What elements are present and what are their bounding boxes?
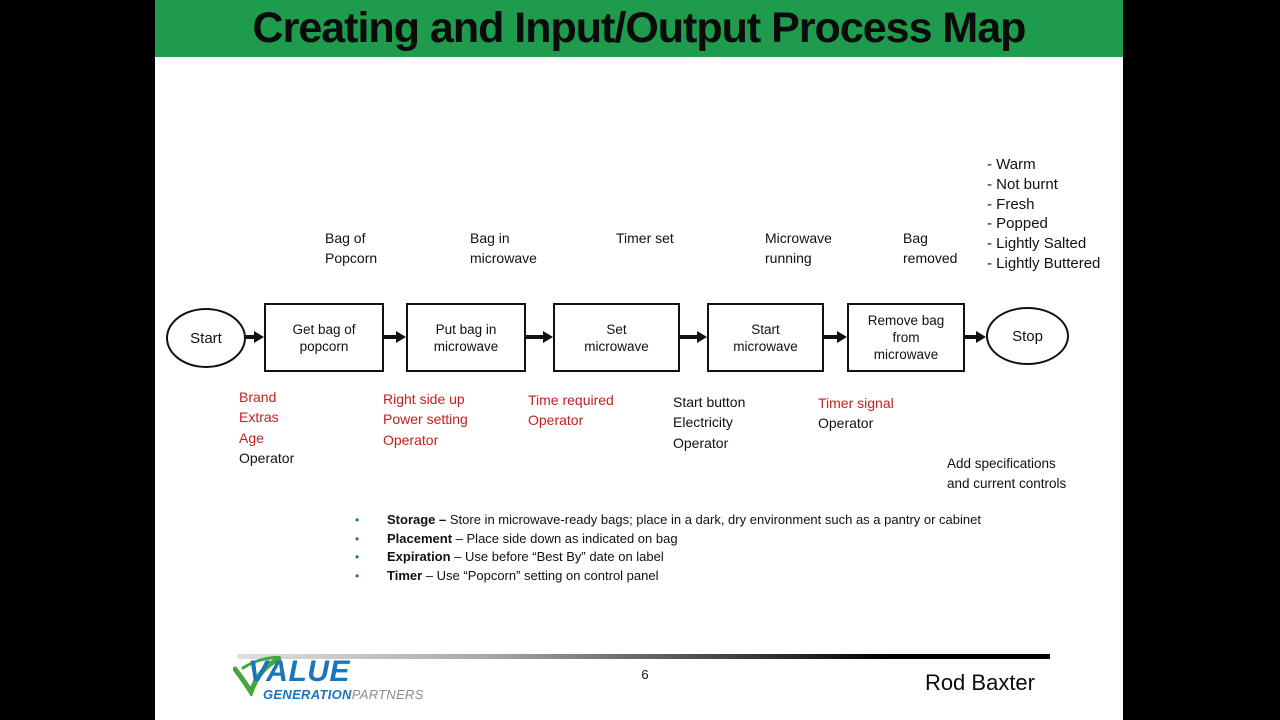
input-item: Operator: [383, 431, 439, 448]
arrow-shaft: [525, 335, 543, 339]
output-label-bag-of-popcorn: Bag of Popcorn: [325, 230, 378, 266]
arrow-head: [396, 331, 406, 343]
bullet-icon: •: [355, 568, 360, 583]
note-placement: • Placement – Place side down as indicat…: [355, 530, 1085, 549]
input-item: Timer signal: [818, 395, 894, 411]
notes-list: • Storage – Store in microwave-ready bag…: [355, 511, 1085, 585]
input-list-remove-bag: Timer signal Operator: [818, 393, 894, 434]
input-item: Electricity: [673, 414, 733, 431]
page-title: Creating and Input/Output Process Map: [252, 4, 1027, 52]
bullet-icon: •: [355, 513, 360, 527]
output-label-bag-removed: Bag removed: [903, 230, 958, 266]
logo-value-text: VALUE: [248, 655, 350, 688]
flow-arrow-icon: [679, 331, 707, 343]
output-label-timer-set: Timer set: [616, 230, 674, 246]
arrow-shaft: [679, 335, 697, 339]
input-item: Time required: [528, 392, 614, 408]
input-item: Right side up: [383, 391, 465, 407]
note-term: Timer: [387, 567, 423, 583]
logo-subtext: GENERATIONPARTNERS: [263, 687, 424, 702]
process-box-put-bag: Put bag in microwave: [406, 303, 526, 372]
final-output-list: - Warm - Not burnt - Fresh - Popped - Li…: [987, 155, 1100, 274]
input-list-get-bag: Brand Extras Age Operator: [239, 387, 294, 468]
bullet-icon: •: [355, 550, 360, 565]
arrow-shaft: [383, 335, 396, 339]
final-output-item: - Lightly Salted: [987, 235, 1087, 253]
note-storage: • Storage – Store in microwave-ready bag…: [355, 511, 1085, 530]
start-label: Start: [190, 329, 222, 347]
title-banner: Creating and Input/Output Process Map: [155, 0, 1123, 57]
stop-terminator: Stop: [986, 307, 1069, 365]
input-item: Brand: [239, 389, 277, 405]
input-item: Age: [239, 429, 264, 446]
input-item: Operator: [818, 415, 874, 432]
arrow-shaft: [244, 335, 254, 339]
final-output-item: - Lightly Buttered: [987, 254, 1101, 272]
input-list-start-microwave: Start button Electricity Operator: [673, 392, 745, 453]
input-list-put-bag: Right side up Power setting Operator: [383, 389, 468, 450]
input-item: Operator: [673, 434, 729, 451]
footer-divider: [237, 654, 1050, 659]
input-item: Extras: [239, 409, 279, 426]
input-item: Start button: [673, 394, 746, 410]
flow-arrow-icon: [244, 331, 264, 343]
final-output-item: - Popped: [987, 215, 1048, 233]
note-text: – Place side down as indicated on bag: [452, 530, 678, 546]
logo-partners-text: PARTNERS: [351, 687, 424, 702]
start-terminator: Start: [166, 308, 246, 368]
process-box-remove-bag: Remove bag from microwave: [847, 303, 965, 372]
flow-arrow-icon: [525, 331, 553, 343]
output-label-microwave-running: Microwave running: [765, 230, 832, 266]
final-output-item: - Fresh: [987, 195, 1035, 213]
process-box-start-microwave: Start microwave: [707, 303, 824, 372]
note-term: Placement: [387, 530, 453, 546]
slide: Creating and Input/Output Process Map Ba…: [155, 0, 1123, 720]
bullet-icon: •: [355, 531, 360, 546]
value-generation-logo: VALUE GENERATIONPARTNERS: [233, 655, 433, 710]
arrow-head: [543, 331, 553, 343]
process-box-set-microwave: Set microwave: [553, 303, 680, 372]
arrow-head: [837, 331, 847, 343]
input-list-set-microwave: Time required Operator: [528, 390, 614, 431]
logo-swoosh-icon: [233, 656, 281, 696]
stop-label: Stop: [1012, 327, 1043, 345]
process-box-get-bag: Get bag of popcorn: [264, 303, 384, 372]
note-timer: • Timer – Use “Popcorn” setting on contr…: [355, 567, 1085, 586]
arrow-shaft: [964, 335, 976, 339]
arrow-head: [976, 331, 986, 343]
author-name: Rod Baxter: [924, 670, 1035, 695]
input-item: Operator: [239, 449, 295, 466]
logo-generation-text: GENERATION: [263, 687, 352, 702]
note-term: Expiration: [387, 549, 451, 565]
arrow-head: [697, 331, 707, 343]
input-item: Operator: [528, 412, 584, 429]
arrow-head: [254, 331, 264, 343]
flow-arrow-icon: [383, 331, 406, 343]
note-text: – Use before “Best By” date on label: [450, 549, 664, 565]
final-output-item: - Warm: [987, 156, 1036, 173]
final-output-item: - Not burnt: [987, 175, 1058, 193]
note-text: – Use “Popcorn” setting on control panel: [422, 567, 659, 583]
input-item: Power setting: [383, 411, 468, 428]
output-label-bag-in-microwave: Bag in microwave: [470, 230, 537, 266]
specifications-note: Add specifications and current controls: [947, 456, 1067, 491]
flow-arrow-icon: [823, 331, 847, 343]
flow-arrow-icon: [964, 331, 986, 343]
note-text: Store in microwave-ready bags; place in …: [446, 512, 981, 527]
note-expiration: • Expiration – Use before “Best By” date…: [355, 548, 1085, 567]
note-term: Storage –: [387, 512, 447, 527]
arrow-shaft: [823, 335, 837, 339]
page-number: 6: [641, 667, 649, 682]
